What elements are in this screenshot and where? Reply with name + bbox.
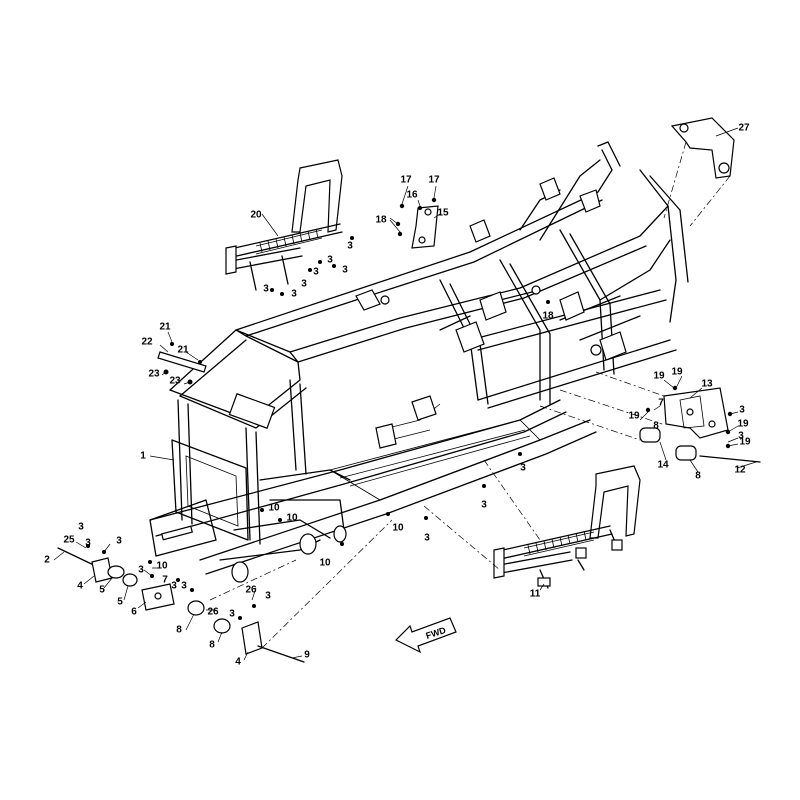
callout-c22: 22	[141, 337, 153, 348]
callout-c3n: 3	[85, 538, 91, 549]
callout-c11: 11	[530, 589, 541, 600]
callout-c3j: 3	[520, 463, 526, 474]
callout-c10d: 10	[156, 561, 168, 572]
callout-c20: 20	[250, 210, 262, 221]
callout-c1: 1	[140, 451, 146, 462]
callout-c12: 12	[734, 465, 746, 476]
callout-c3t: 3	[229, 609, 235, 620]
leader-lines	[53, 127, 757, 661]
callout-c3i: 3	[738, 431, 744, 442]
callout-c3e: 3	[301, 279, 307, 290]
callout-c8c: 8	[176, 625, 182, 636]
callout-c26b: 26	[207, 607, 219, 618]
front-lower-mounts	[57, 519, 393, 663]
callout-c19d: 19	[737, 419, 749, 430]
hardware-dots	[260, 236, 550, 571]
upper-bracket-assembly	[395, 197, 439, 249]
left-footrest	[225, 159, 343, 291]
rear-hitch-bracket	[663, 117, 735, 227]
callout-c4b: 4	[235, 657, 241, 668]
callout-c8b: 8	[695, 471, 701, 482]
callout-c16: 16	[406, 190, 418, 201]
main-frame	[149, 141, 689, 583]
callout-c3p: 3	[138, 565, 144, 576]
callout-c3m: 3	[78, 522, 84, 533]
callout-c3k: 3	[481, 500, 487, 511]
callout-c21b: 21	[177, 345, 189, 356]
callout-c3c: 3	[342, 265, 348, 276]
callout-c21a: 21	[159, 322, 171, 333]
rear-shock-mount	[539, 371, 761, 463]
callout-c10c: 10	[392, 523, 404, 534]
callout-c26a: 26	[245, 585, 257, 596]
callout-c8d: 8	[209, 640, 215, 651]
callout-c3s: 3	[265, 591, 271, 602]
callout-c15: 15	[437, 208, 449, 219]
callout-c5b: 5	[117, 597, 123, 608]
callout-c6: 6	[131, 607, 137, 618]
callout-c19c: 19	[628, 411, 640, 422]
callout-c3l: 3	[424, 533, 430, 544]
callout-c2: 2	[44, 555, 50, 566]
callout-c5a: 5	[99, 585, 105, 596]
callout-c18b: 18	[542, 311, 554, 322]
callout-c3r: 3	[181, 581, 187, 592]
callout-c7a: 7	[658, 398, 664, 409]
callout-c23a: 23	[148, 369, 160, 380]
callout-c19b: 19	[671, 367, 683, 378]
callout-c10b: 10	[286, 513, 298, 524]
callout-c27: 27	[738, 123, 750, 134]
callout-c13: 13	[701, 379, 713, 390]
callout-c19e: 19	[739, 437, 751, 448]
callout-c3f: 3	[263, 284, 269, 295]
callout-c3a: 3	[347, 241, 353, 252]
callout-c9: 9	[304, 650, 310, 661]
callout-c7b: 7	[162, 575, 168, 586]
callout-c19a: 19	[653, 371, 665, 382]
callout-c17b: 17	[428, 175, 440, 186]
fwd-arrow	[394, 617, 457, 654]
callout-c4a: 4	[77, 581, 83, 592]
callout-c8a: 8	[653, 421, 659, 432]
callout-c10e: 10	[319, 558, 331, 569]
callout-c18a: 18	[375, 215, 387, 226]
callout-c3d: 3	[313, 267, 319, 278]
callout-c10a: 10	[268, 503, 280, 514]
callout-c23b: 23	[169, 376, 181, 387]
callout-c3b: 3	[327, 255, 333, 266]
callout-c3q: 3	[171, 581, 177, 592]
callout-c3o: 3	[116, 536, 122, 547]
callout-c3h: 3	[739, 405, 745, 416]
callout-c17a: 17	[400, 175, 412, 186]
right-footrest	[493, 465, 641, 589]
callout-c14: 14	[657, 460, 669, 471]
callout-c25: 25	[63, 535, 75, 546]
callout-c3g: 3	[291, 289, 297, 300]
